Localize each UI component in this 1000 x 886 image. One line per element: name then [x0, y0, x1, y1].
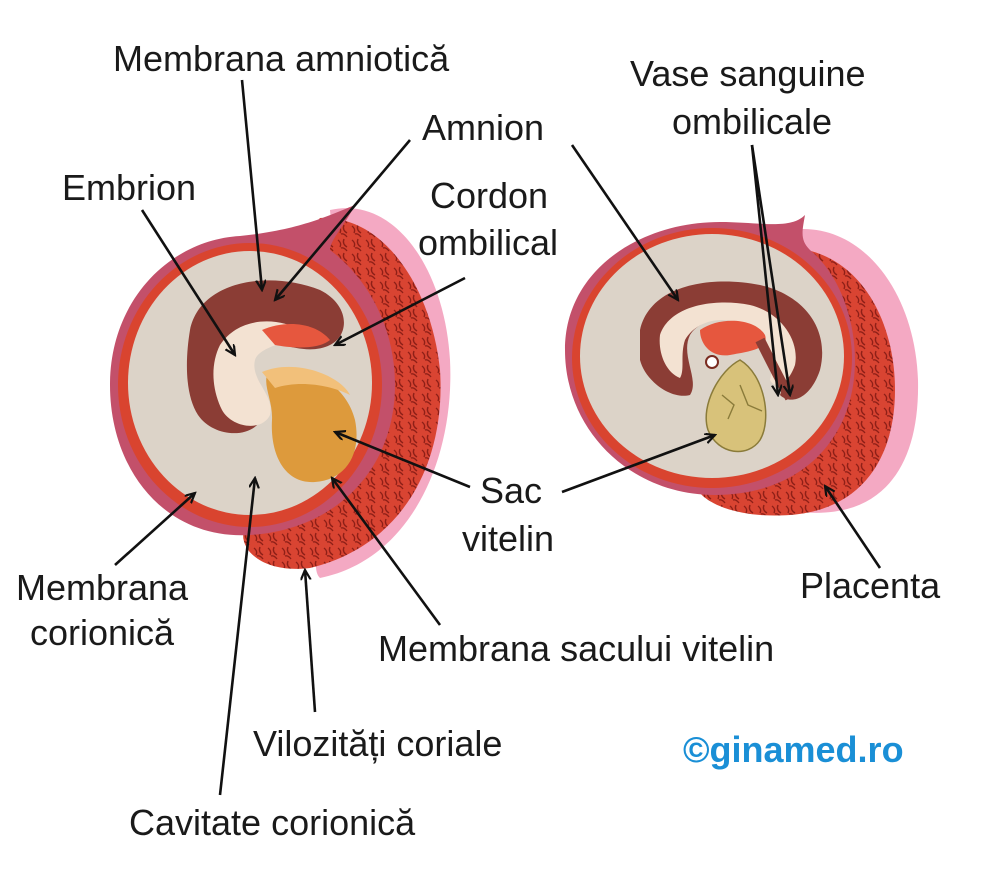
arrow-sac-right [561, 435, 715, 494]
arrow-amnion-right [570, 144, 678, 300]
label-cordon-line2: ombilical [418, 222, 558, 263]
arrow-membrana-corionica [114, 493, 195, 566]
label-vilozitati: Vilozități coriale [253, 723, 502, 764]
yolk-sac-right [705, 359, 767, 453]
label-embrion: Embrion [62, 167, 196, 208]
label-amnion: Amnion [422, 107, 544, 148]
chorionic-villi-left [243, 217, 441, 569]
label-sac-line1: Sac [480, 470, 542, 511]
label-membrana-corionica-line2: corionică [30, 612, 175, 653]
label-vase-line2: ombilicale [672, 101, 832, 142]
label-cavitate: Cavitate corionică [129, 802, 416, 843]
arrow-sac-left [335, 432, 471, 489]
label-placenta: Placenta [800, 565, 941, 606]
arrow-vilozitati [305, 570, 317, 713]
arrow-membrana-amniotica [240, 79, 262, 290]
labels: Membrana amniotică Amnion Embrion Cordon… [16, 38, 941, 843]
label-vase-line1: Vase sanguine [630, 53, 866, 94]
label-membrana-amniotica: Membrana amniotică [113, 38, 450, 79]
arrow-amnion [275, 139, 411, 300]
arrow-vase-2 [750, 144, 778, 395]
arrow-vase-1 [750, 144, 790, 395]
arrow-membrana-sacului [332, 478, 442, 626]
label-sac-line2: vitelin [462, 518, 554, 559]
arrow-cavitate [218, 478, 255, 796]
yolk-sac-left [266, 368, 357, 483]
early-embryo-illustration [110, 205, 451, 578]
leader-lines [114, 79, 882, 796]
label-cordon-line1: Cordon [430, 175, 548, 216]
embryo-right [700, 320, 766, 356]
credit-text: ©ginamed.ro [683, 729, 904, 770]
arrow-placenta [825, 486, 882, 569]
arrow-cordon [335, 276, 466, 347]
amniotic-cavity-right [659, 302, 796, 385]
label-membrana-corionica-line1: Membrana [16, 567, 189, 608]
label-membrana-sacului: Membrana sacului vitelin [378, 628, 774, 669]
later-embryo-illustration [565, 215, 919, 516]
arrow-embrion [140, 209, 235, 355]
